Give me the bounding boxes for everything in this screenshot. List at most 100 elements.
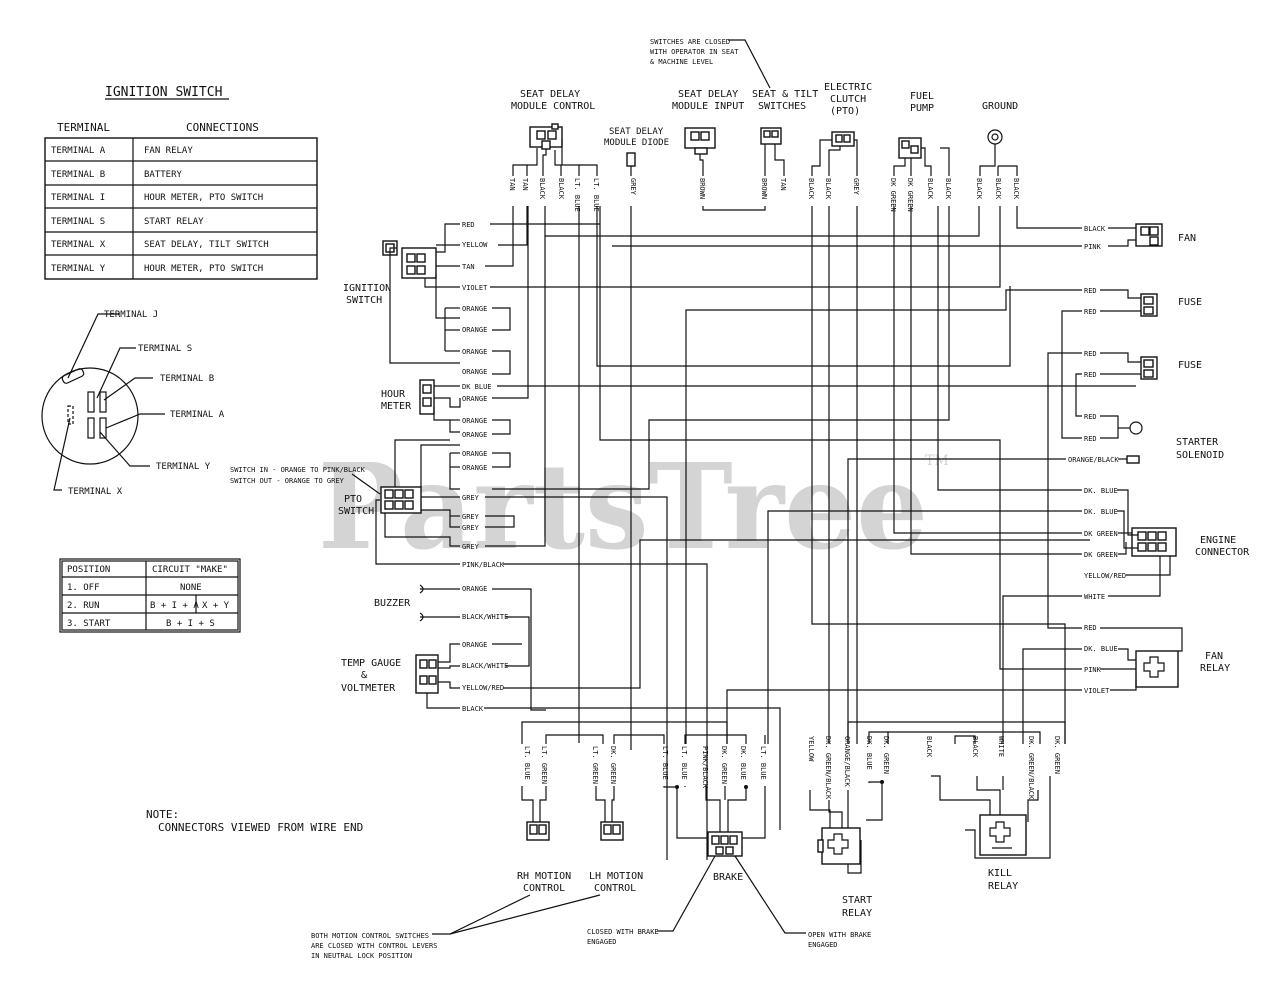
wire-label: ORANGE: [462, 395, 487, 403]
wire-label-bottom: DK. GREEN/BLACK: [824, 736, 832, 800]
motion-note: ARE CLOSED WITH CONTROL LEVERS: [311, 942, 437, 950]
fuse2-label: FUSE: [1178, 360, 1202, 371]
wire-label-top: BROWN: [760, 178, 768, 199]
wire-label-top: BLACK: [1012, 178, 1020, 200]
starter-label: SOLENOID: [1176, 450, 1224, 461]
wire-label: PINK/BLACK: [462, 561, 505, 569]
wire-label-bottom: DK. GREEN: [720, 746, 728, 784]
hour-meter-label: HOUR: [381, 389, 406, 400]
temp-gauge-label: TEMP GAUGE: [341, 658, 401, 669]
wire-label: BLACK: [462, 705, 484, 713]
wire-label: ORANGE: [462, 431, 487, 439]
table-cell: TERMINAL Y: [51, 264, 106, 274]
ignition-switch-connector: [382, 240, 437, 279]
wire-label: GREY: [462, 494, 480, 502]
temp-gauge-label: &: [361, 670, 367, 681]
wire-label: YELLOW/RED: [462, 684, 504, 692]
seat-diode-label: SEAT DELAY: [609, 127, 664, 137]
wire-label: ORANGE: [462, 417, 487, 425]
lh-motion-connector: [600, 821, 624, 841]
wire-label: ORANGE: [462, 464, 487, 472]
left-wire-labels: RED YELLOW TAN VIOLET ORANGE ORANGE ORAN…: [462, 221, 508, 713]
wire-label-bottom: DK. GREEN: [882, 736, 890, 774]
hour-meter-connector: [419, 379, 435, 415]
wire-label: VIOLET: [1084, 687, 1110, 695]
rh-motion-label: RH MOTION: [517, 871, 571, 882]
wire-label-bottom: LT. BLUE: [680, 746, 688, 780]
seat-delay-control-label: MODULE CONTROL: [511, 101, 595, 112]
wire-label-bottom: LT. BLUE: [661, 746, 669, 780]
orange-black-terminal: [1126, 455, 1140, 464]
clutch-label: ELECTRIC: [824, 82, 872, 93]
wire-label: ORANGE/BLACK: [1068, 456, 1119, 464]
table-cell: B + I + S: [166, 619, 215, 629]
wire-label: YELLOW: [462, 241, 488, 249]
table-cell: TERMINAL A: [51, 146, 106, 156]
kill-relay-label: KILL: [988, 868, 1012, 879]
table-cell: HOUR METER, PTO SWITCH: [144, 193, 263, 203]
pto-switch-label: PTO: [344, 494, 362, 505]
buzzer-terminals: [419, 584, 434, 622]
position-table-header: POSITION: [67, 565, 110, 575]
wire-label-bottom: LT. BLUE: [523, 746, 531, 780]
brake-closed-note: ENGAGED: [587, 938, 617, 946]
wire-label-top: GREY: [852, 178, 860, 196]
seat-diode-label: MODULE DIODE: [604, 138, 669, 148]
terminal-y-label: TERMINAL Y: [156, 462, 211, 472]
wire-label: RED: [1084, 371, 1097, 379]
wire-label-top: DK GREEN: [889, 178, 897, 212]
fan-relay-label: FAN: [1205, 651, 1223, 662]
wire-label: BLACK/WHITE: [462, 613, 508, 621]
lh-motion-label: LH MOTION: [589, 871, 643, 882]
table-cell: TERMINAL S: [51, 217, 105, 227]
ignition-switch-table: IGNITION SWITCH TERMINAL CONNECTIONS TER…: [44, 85, 318, 280]
terminal-a-label: TERMINAL A: [170, 410, 225, 420]
table-cell: BATTERY: [144, 170, 183, 180]
table-cell: HOUR METER, PTO SWITCH: [144, 264, 263, 274]
wire-label-top: BLACK: [807, 178, 815, 200]
hour-meter-label: METER: [381, 401, 412, 412]
ignition-switch-label: IGNITION: [343, 283, 391, 294]
wire-label-bottom: DK. BLUE: [865, 736, 873, 770]
seat-tilt-label: SEAT & TILT: [752, 89, 818, 100]
kill-relay-label: RELAY: [988, 881, 1018, 892]
wire-label-bottom: YELLOW: [807, 736, 815, 762]
ignition-table-header-terminal: TERMINAL: [57, 121, 110, 134]
fan-label: FAN: [1178, 233, 1196, 244]
rh-motion-label: CONTROL: [523, 883, 565, 894]
motion-note: BOTH MOTION CONTROL SWITCHES: [311, 932, 429, 940]
top-wiring: [512, 138, 1018, 211]
wire-label-bottom: LT. GREEN: [591, 746, 599, 784]
brake-switch: [707, 831, 743, 857]
kill-relay: [979, 814, 1027, 856]
clutch-label: CLUTCH: [830, 94, 866, 105]
temp-gauge-connector: [415, 654, 439, 694]
terminal-s-label: TERMINAL S: [138, 344, 192, 354]
wire-label-top: BLACK: [557, 178, 565, 200]
wire-label: DK. BLUE: [1084, 508, 1118, 516]
top-note-line: & MACHINE LEVEL: [650, 58, 713, 66]
table-cell: B + I + A: [150, 601, 199, 611]
rh-motion-connector: [526, 821, 550, 841]
wire-label-top: BLACK: [975, 178, 983, 200]
top-note-line: SWITCHES ARE CLOSED: [650, 38, 730, 46]
wire-label: DK GREEN: [1084, 530, 1118, 538]
seat-tilt-label: SWITCHES: [758, 101, 806, 112]
table-cell: TERMINAL B: [51, 170, 105, 180]
seat-input-connector: [684, 127, 716, 155]
wire-label-bottom: LT. GREEN: [540, 746, 548, 784]
engine-connector-label: CONNECTOR: [1195, 547, 1250, 558]
wire-label: RED: [462, 221, 475, 229]
start-relay-label: START: [842, 895, 872, 906]
ignition-table-title: IGNITION SWITCH: [105, 85, 222, 100]
ground-ring-icon: [987, 129, 1003, 160]
pto-switch-label: SWITCH: [338, 506, 374, 517]
position-table-header: CIRCUIT "MAKE": [152, 565, 228, 575]
wire-label: GREY: [462, 543, 480, 551]
table-cell: FAN RELAY: [144, 146, 193, 156]
wire-label-bottom: DK. GREEN/BLACK: [1027, 736, 1035, 800]
table-cell: TERMINAL I: [51, 193, 105, 203]
fan-connector: [1135, 223, 1163, 247]
wire-label-top: BLACK: [994, 178, 1002, 200]
